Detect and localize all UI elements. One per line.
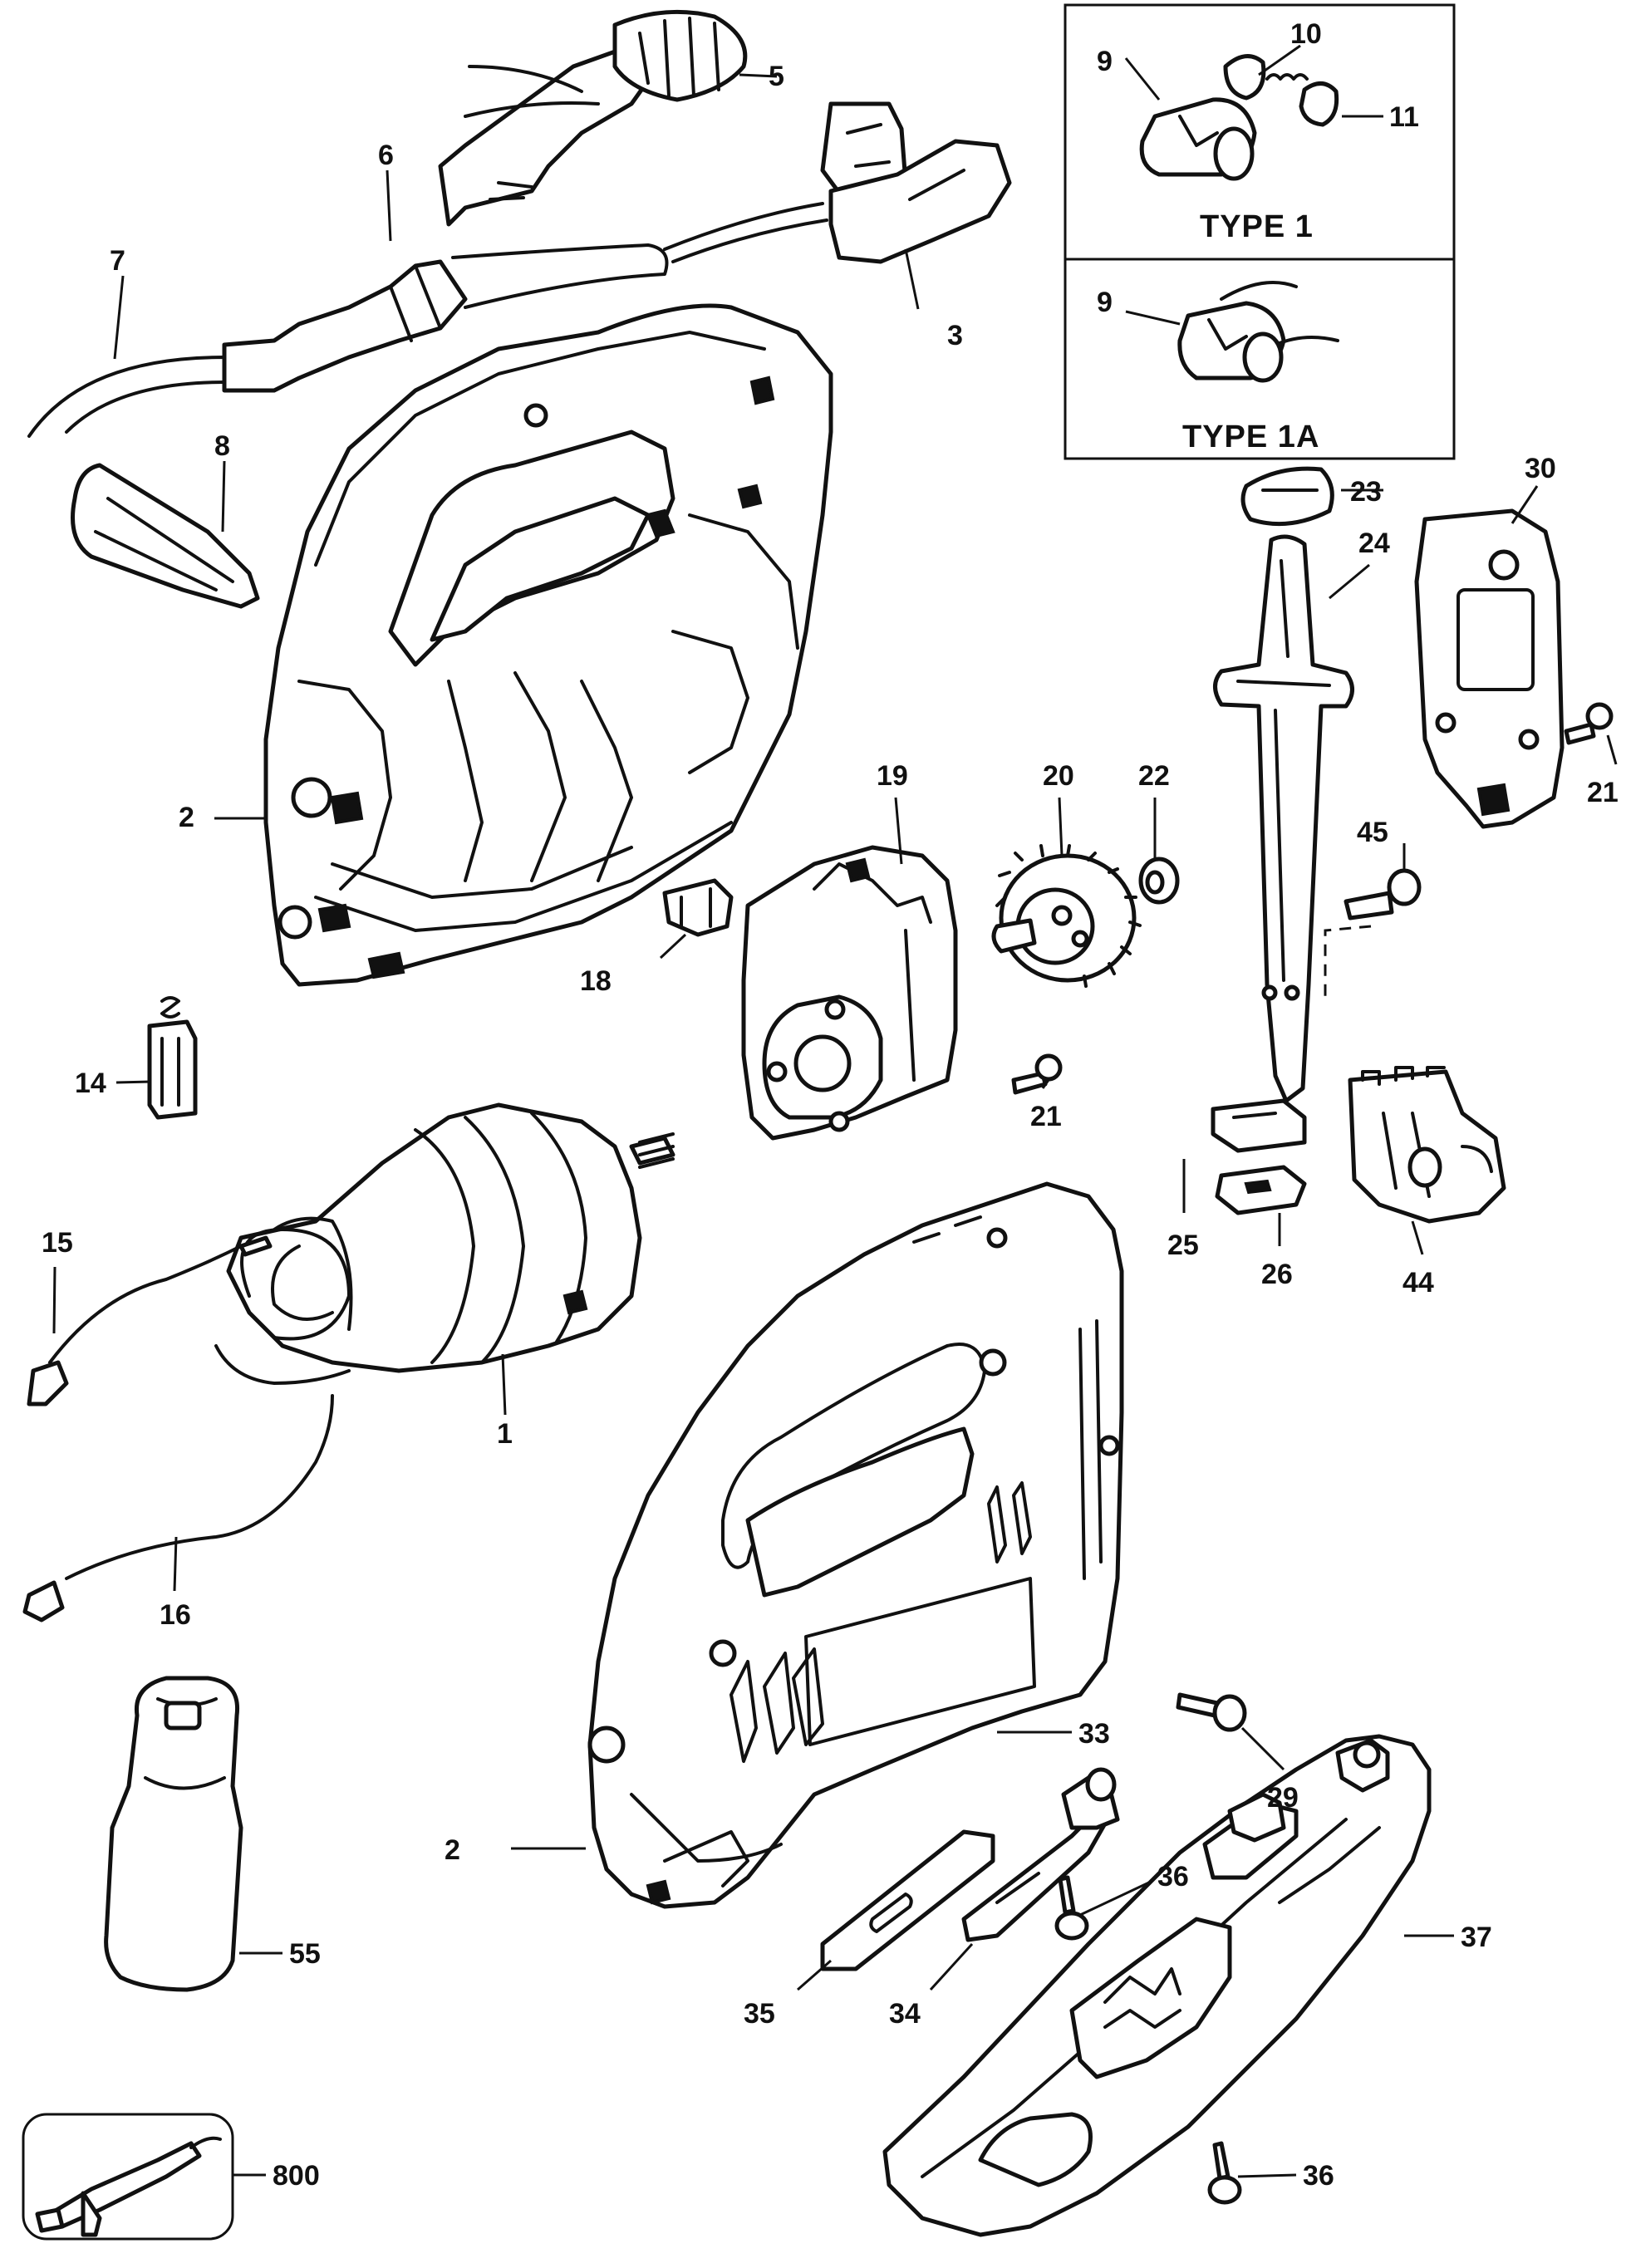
callout-3: 3: [947, 320, 963, 351]
callout-33: 33: [1078, 1718, 1110, 1750]
callout-44: 44: [1402, 1267, 1434, 1298]
part-15-lead-wire: [27, 1235, 273, 1406]
part-9-type1a-switch-barrel: [1177, 281, 1339, 383]
part-6-cord-strain-relief: [222, 243, 669, 393]
callout-800: 800: [273, 2160, 320, 2192]
callout-5: 5: [769, 61, 784, 92]
part-24-plunger-rod: [1213, 534, 1354, 1103]
part-2-housing-half-outer: [587, 1181, 1124, 1909]
part-5-speed-control-dial: [438, 9, 748, 227]
callout-30: 30: [1525, 453, 1556, 484]
callout-2-bottom: 2: [445, 1834, 460, 1866]
callout-21-right: 21: [1587, 777, 1619, 808]
part-1-motor-assembly: [214, 1102, 675, 1385]
part-10-spring: [1223, 54, 1309, 101]
assembly-dashed-line: [1319, 925, 1372, 1003]
callout-34: 34: [889, 1998, 921, 2030]
type-inset-box: TYPE 1 TYPE 1A: [1064, 3, 1456, 460]
part-55-dust-extraction-nozzle: [104, 1676, 243, 1992]
part-25-guide-block: [1211, 1098, 1307, 1153]
callout-25: 25: [1167, 1230, 1199, 1261]
part-3-trigger-switch: [663, 101, 1012, 264]
part-45-shoulder-screw: [1344, 868, 1422, 920]
callout-11: 11: [1389, 101, 1419, 133]
part-18-switch-clip: [662, 878, 734, 937]
part-16-lead-wire: [22, 1394, 334, 1622]
part-36-screw-upper: [1054, 1875, 1089, 1941]
callout-20: 20: [1043, 760, 1074, 792]
part-21-screw-center: [1011, 1053, 1063, 1095]
callout-45: 45: [1357, 817, 1388, 848]
part-37-base-shoe: [882, 1734, 1432, 2237]
part-9-type1-switch-barrel: [1139, 97, 1257, 181]
part-8-cord-clamp: [71, 463, 260, 609]
callout-2-top: 2: [179, 802, 194, 833]
callout-labels: 5 3 6 7 8 2 18 14 15 1 16 19 20 22 21 23…: [42, 18, 1619, 2192]
callout-22: 22: [1138, 760, 1170, 792]
callout-55: 55: [289, 1938, 321, 1970]
part-20-drive-gear: [991, 844, 1142, 988]
part-26-guide-plate: [1215, 1165, 1307, 1215]
part-2-housing-half-inner: [263, 303, 833, 987]
callout-9-type1a: 9: [1097, 287, 1113, 318]
part-22-washer: [1138, 857, 1180, 905]
part-23-adjust-knob: [1240, 466, 1334, 527]
callout-37: 37: [1461, 1922, 1492, 1953]
callout-26: 26: [1261, 1259, 1293, 1290]
part-44-roller-guide: [1348, 1066, 1506, 1224]
part-14-carbon-brush: [147, 996, 198, 1120]
part-36-screw-lower: [1207, 2141, 1242, 2205]
callout-6: 6: [378, 140, 394, 171]
leader-lines: [52, 44, 1618, 2178]
callout-29: 29: [1267, 1782, 1299, 1814]
callout-23: 23: [1350, 476, 1382, 508]
part-800-accessory-tool: [22, 2113, 234, 2241]
callout-16: 16: [160, 1599, 191, 1631]
callout-9-type1: 9: [1097, 46, 1113, 77]
callout-35: 35: [744, 1998, 775, 2030]
part-34-blade-holder: [961, 1767, 1120, 1942]
callout-7: 7: [110, 245, 125, 277]
callout-36-upper: 36: [1157, 1861, 1189, 1892]
part-7-power-cord: [27, 356, 251, 438]
part-19-gear-housing: [741, 845, 958, 1141]
part-29-screw: [1176, 1692, 1247, 1732]
part-11-button-cap: [1299, 81, 1339, 127]
callout-14: 14: [75, 1068, 106, 1099]
callout-18: 18: [580, 965, 612, 997]
part-21-screw-right: [1564, 702, 1614, 745]
callout-10: 10: [1290, 18, 1322, 50]
callout-21-center: 21: [1030, 1101, 1062, 1132]
callout-19: 19: [877, 760, 908, 792]
type-1-label: TYPE 1: [1200, 209, 1314, 244]
callout-1: 1: [497, 1418, 513, 1450]
callout-15: 15: [42, 1227, 73, 1259]
callout-24: 24: [1358, 528, 1390, 559]
callout-8: 8: [214, 430, 230, 462]
part-30-cover-plate: [1414, 508, 1565, 829]
callout-36-lower: 36: [1303, 2160, 1334, 2192]
type-1a-label: TYPE 1A: [1182, 420, 1319, 454]
